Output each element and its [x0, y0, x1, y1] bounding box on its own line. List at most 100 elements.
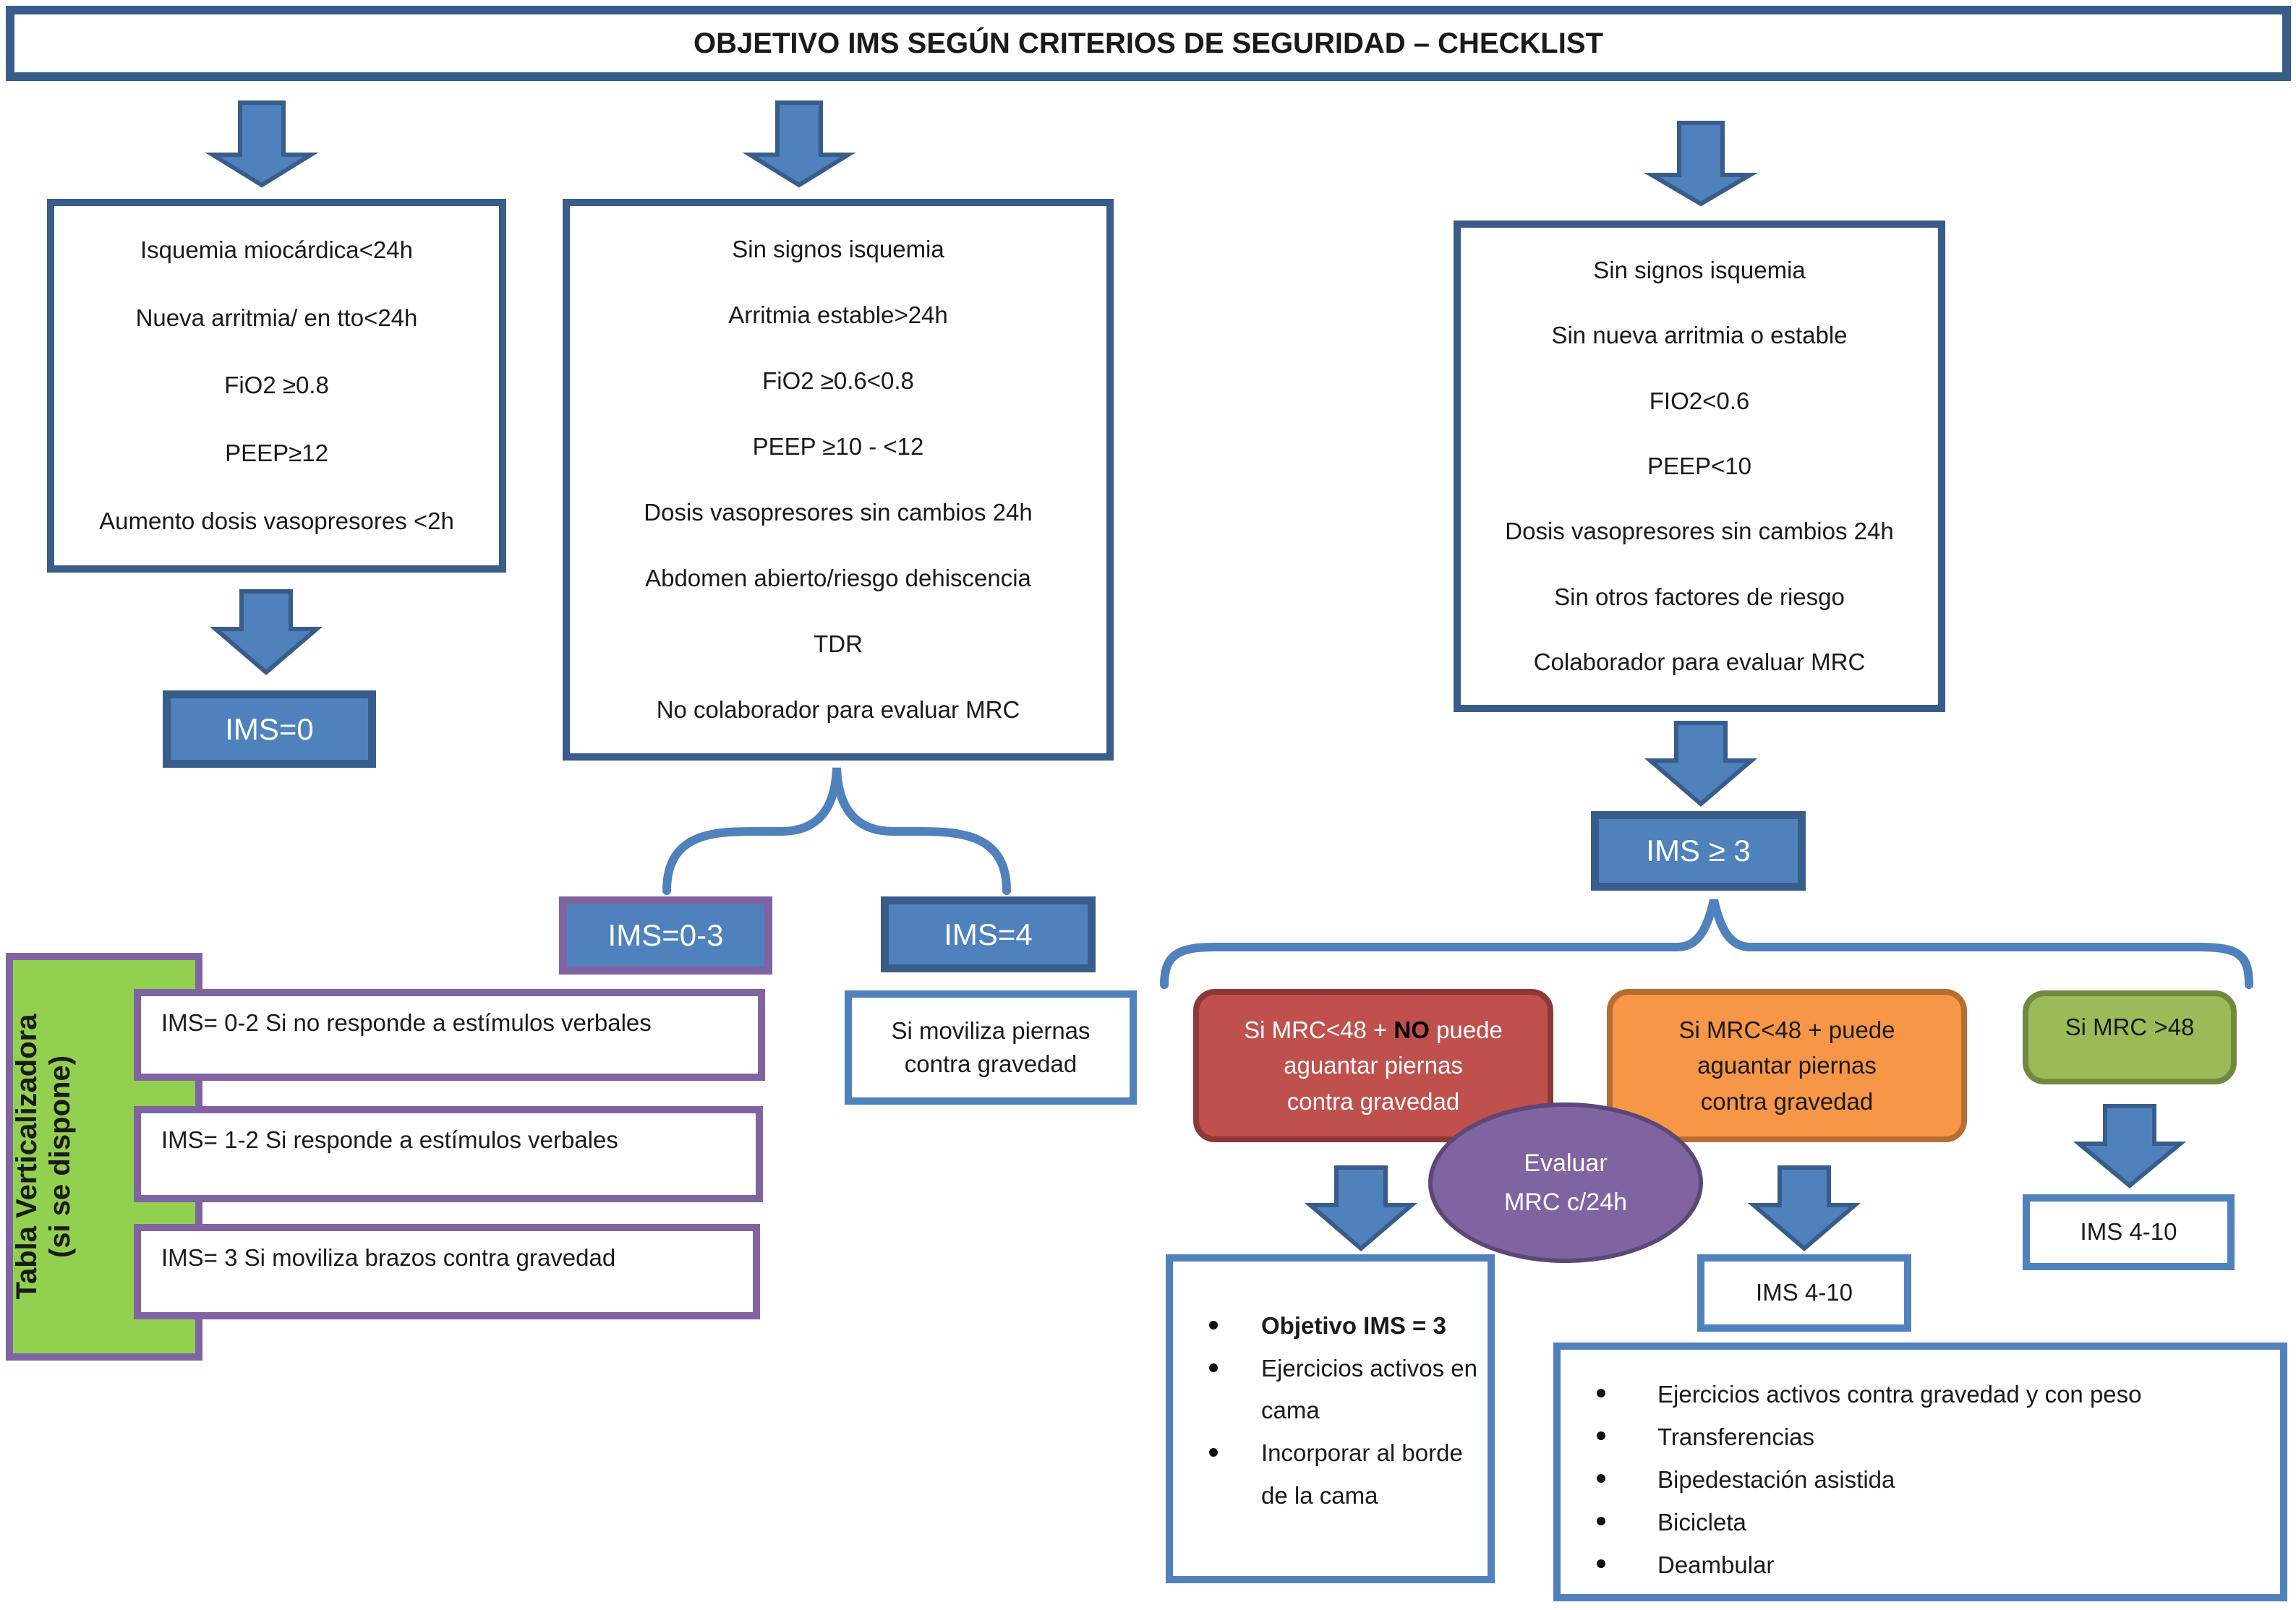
list-item: Bicicleta — [1575, 1501, 2273, 1543]
condition-line: contra gravedad — [904, 1050, 1077, 1077]
criterion: Abdomen abierto/riesgo dehiscencia — [645, 565, 1031, 592]
list-item: Ejercicios activos contra gravedad y con… — [1575, 1373, 2273, 1416]
list-item: Incorporar al borde de la cama — [1187, 1432, 1480, 1517]
condition-line: Si moviliza piernas — [891, 1016, 1091, 1044]
criterion: TDR — [814, 630, 863, 658]
branch-line: aguantar piernas — [1697, 1052, 1877, 1079]
result-label: IMS 4-10 — [2080, 1218, 2177, 1246]
criterion: Colaborador para evaluar MRC — [1533, 648, 1866, 675]
list-item: Objetivo IMS = 3 — [1187, 1305, 1480, 1348]
criterion: PEEP≥12 — [225, 440, 328, 467]
ims-4-condition: Si moviliza piernas contra gravedad — [845, 990, 1137, 1105]
criterion: Sin otros factores de riesgo — [1554, 583, 1845, 610]
bullet-icon — [1597, 1559, 1605, 1569]
list-item: Ejercicios activos en cama — [1187, 1348, 1480, 1432]
result-label: IMS=4 — [944, 917, 1033, 951]
tilt-row-text: IMS= 3 Si moviliza brazos contra graveda… — [161, 1244, 616, 1271]
list-item-text: Bicicleta — [1657, 1509, 1746, 1536]
result-label: IMS ≥ 3 — [1646, 834, 1751, 868]
bullet-icon — [1209, 1363, 1218, 1372]
branch-mrc-lt-48-cannot-hold: Si MRC<48 + NO puede aguantar piernas co… — [1193, 989, 1553, 1142]
tilt-table-label-line2: (si se dispone) — [44, 1055, 76, 1259]
branch-text: Si MRC<48 + — [1244, 1016, 1394, 1043]
criterion: Nueva arritmia/ en tto<24h — [135, 304, 418, 331]
brace-column-2 — [662, 767, 1011, 895]
down-arrow-icon — [209, 589, 323, 675]
evaluate-line: Evaluar — [1524, 1149, 1608, 1177]
list-item-text: Incorporar al borde de la cama — [1261, 1439, 1463, 1509]
red-outcome-list: Objetivo IMS = 3 Ejercicios activos en c… — [1166, 1254, 1495, 1583]
tilt-table-label-line1: Tabla Verticalizadora — [11, 1014, 43, 1300]
bullet-icon — [1597, 1517, 1605, 1526]
criteria-box-column-1: Isquemia miocárdica<24h Nueva arritmia/ … — [47, 199, 506, 573]
branch-line: Si MRC<48 + puede — [1678, 1016, 1895, 1043]
down-arrow-icon — [2073, 1104, 2187, 1189]
list-item-text: Objetivo IMS = 3 — [1261, 1312, 1446, 1339]
tilt-table-row: IMS= 3 Si moviliza brazos contra graveda… — [134, 1224, 760, 1319]
result-label: IMS=0-3 — [607, 918, 724, 952]
criterion: FIO2<0.6 — [1649, 387, 1750, 414]
criterion: PEEP<10 — [1647, 452, 1752, 479]
list-item-text: Transferencias — [1657, 1423, 1815, 1451]
criterion: Sin nueva arritmia o estable — [1551, 322, 1848, 349]
down-arrow-icon — [742, 100, 856, 188]
list-item-text: Bipedestación asistida — [1657, 1466, 1895, 1494]
criterion: Sin signos isquemia — [732, 235, 944, 262]
list-item-text: Ejercicios activos en cama — [1261, 1354, 1477, 1424]
criterion: PEEP ≥10 - <12 — [752, 432, 924, 460]
bullet-icon — [1209, 1321, 1218, 1329]
tilt-table-label: Tabla Verticalizadora (si se dispone) — [10, 1014, 77, 1300]
result-ims-0: IMS=0 — [163, 690, 376, 768]
result-ims-0-3: IMS=0-3 — [559, 896, 772, 975]
result-label: IMS 4-10 — [1756, 1279, 1853, 1306]
branch-text: puede — [1429, 1016, 1503, 1043]
down-arrow-icon — [1644, 721, 1758, 807]
result-ims-ge-3: IMS ≥ 3 — [1591, 811, 1806, 891]
criterion: FiO2 ≥0.8 — [224, 372, 329, 399]
criteria-box-column-2: Sin signos isquemia Arritmia estable>24h… — [563, 199, 1114, 761]
evaluate-mrc-ellipse: Evaluar MRC c/24h — [1428, 1102, 1703, 1263]
green-result-ims-4-10: IMS 4-10 — [2023, 1194, 2235, 1270]
down-arrow-icon — [1747, 1165, 1861, 1251]
emphasis-no: NO — [1394, 1016, 1430, 1043]
bullet-icon — [1597, 1431, 1605, 1441]
down-arrow-icon — [1643, 121, 1759, 207]
criteria-box-column-3: Sin signos isquemia Sin nueva arritmia o… — [1454, 220, 1945, 712]
bullet-icon — [1209, 1448, 1218, 1457]
brace-ims-3 — [1160, 899, 2253, 989]
down-arrow-icon — [1304, 1165, 1418, 1251]
down-arrow-icon — [205, 100, 319, 188]
branch-line: aguantar piernas — [1284, 1052, 1463, 1079]
list-item: Bipedestación asistida — [1575, 1458, 2273, 1501]
criterion: No colaborador para evaluar MRC — [656, 696, 1020, 724]
list-item-text: Ejercicios activos contra gravedad y con… — [1657, 1381, 2142, 1408]
branch-mrc-gt-48: Si MRC >48 — [2023, 990, 2237, 1084]
branch-line: Si MRC<48 + NO puede — [1244, 1012, 1503, 1048]
tilt-row-text: IMS= 0-2 Si no responde a estímulos verb… — [161, 1009, 652, 1036]
tilt-table-row: IMS= 1-2 Si responde a estímulos verbale… — [134, 1106, 763, 1202]
tilt-row-text: IMS= 1-2 Si responde a estímulos verbale… — [161, 1126, 618, 1153]
criterion: Aumento dosis vasopresores <2h — [99, 508, 454, 535]
orange-result-ims-4-10: IMS 4-10 — [1697, 1254, 1911, 1332]
branch-mrc-lt-48-can-hold: Si MRC<48 + puede aguantar piernas contr… — [1607, 989, 1967, 1142]
list-item: Deambular — [1575, 1543, 2273, 1586]
bullet-icon — [1597, 1389, 1605, 1397]
criterion: Sin signos isquemia — [1593, 257, 1806, 284]
branch-line: contra gravedad — [1286, 1087, 1460, 1115]
list-item: Transferencias — [1575, 1416, 2273, 1458]
criterion: Arritmia estable>24h — [728, 301, 948, 328]
result-label: IMS=0 — [225, 711, 314, 746]
chart-title: OBJETIVO IMS SEGÚN CRITERIOS DE SEGURIDA… — [6, 6, 2291, 81]
criterion: Dosis vasopresores sin cambios 24h — [1505, 518, 1894, 545]
branch-line: Si MRC >48 — [2065, 1014, 2195, 1040]
activities-list: Ejercicios activos contra gravedad y con… — [1553, 1343, 2287, 1601]
criterion: Dosis vasopresores sin cambios 24h — [644, 499, 1033, 526]
criterion: FiO2 ≥0.6<0.8 — [762, 367, 914, 394]
bullet-icon — [1597, 1474, 1605, 1483]
branch-line: contra gravedad — [1700, 1087, 1874, 1115]
tilt-table-row: IMS= 0-2 Si no responde a estímulos verb… — [134, 989, 765, 1081]
evaluate-line: MRC c/24h — [1503, 1189, 1628, 1216]
criterion: Isquemia miocárdica<24h — [140, 236, 413, 263]
result-ims-4: IMS=4 — [881, 896, 1096, 972]
